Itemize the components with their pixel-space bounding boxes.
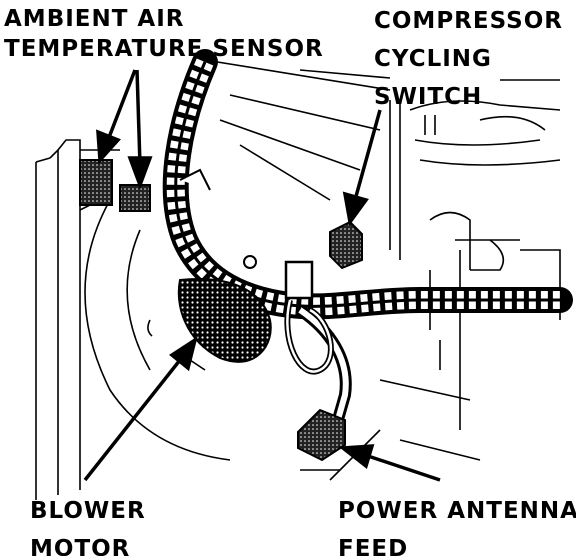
compressor-cycling-switch-label: COMPRESSOR CYCLING SWITCH bbox=[374, 2, 563, 116]
ambient-label-line-2: TEMPERATURE SENSOR bbox=[4, 36, 324, 62]
compressor-label-line-3: SWITCH bbox=[374, 84, 483, 110]
arrow-to-power-antenna bbox=[338, 444, 441, 482]
antenna-label-line-1: POWER ANTENNA bbox=[338, 498, 576, 524]
antenna-label-line-2: FEED bbox=[338, 536, 409, 556]
arrow-to-ambient-sensor-right bbox=[127, 69, 153, 191]
blower-motor-label: BLOWER MOTOR bbox=[30, 492, 146, 556]
arrow-to-compressor-switch bbox=[342, 109, 382, 227]
arrow-to-blower-motor bbox=[83, 336, 198, 482]
ambient-air-temperature-sensor-label: AMBIENT AIR TEMPERATURE SENSOR bbox=[4, 4, 324, 64]
arrow-to-ambient-sensor-left bbox=[96, 69, 137, 165]
compressor-cycling-switch bbox=[329, 220, 363, 270]
ambient-air-temperature-sensor bbox=[79, 159, 151, 212]
power-antenna-feed-label: POWER ANTENNA FEED bbox=[338, 492, 576, 556]
ambient-label-line-1: AMBIENT AIR bbox=[4, 6, 185, 32]
blower-motor bbox=[177, 255, 272, 363]
compressor-label-line-2: CYCLING bbox=[374, 46, 492, 72]
power-antenna-connector bbox=[297, 408, 346, 462]
callout-arrows bbox=[83, 69, 441, 482]
compressor-label-line-1: COMPRESSOR bbox=[374, 8, 563, 34]
blower-label-line-1: BLOWER bbox=[30, 498, 146, 524]
engine-bay-background bbox=[35, 59, 561, 500]
blower-label-line-2: MOTOR bbox=[30, 536, 131, 556]
